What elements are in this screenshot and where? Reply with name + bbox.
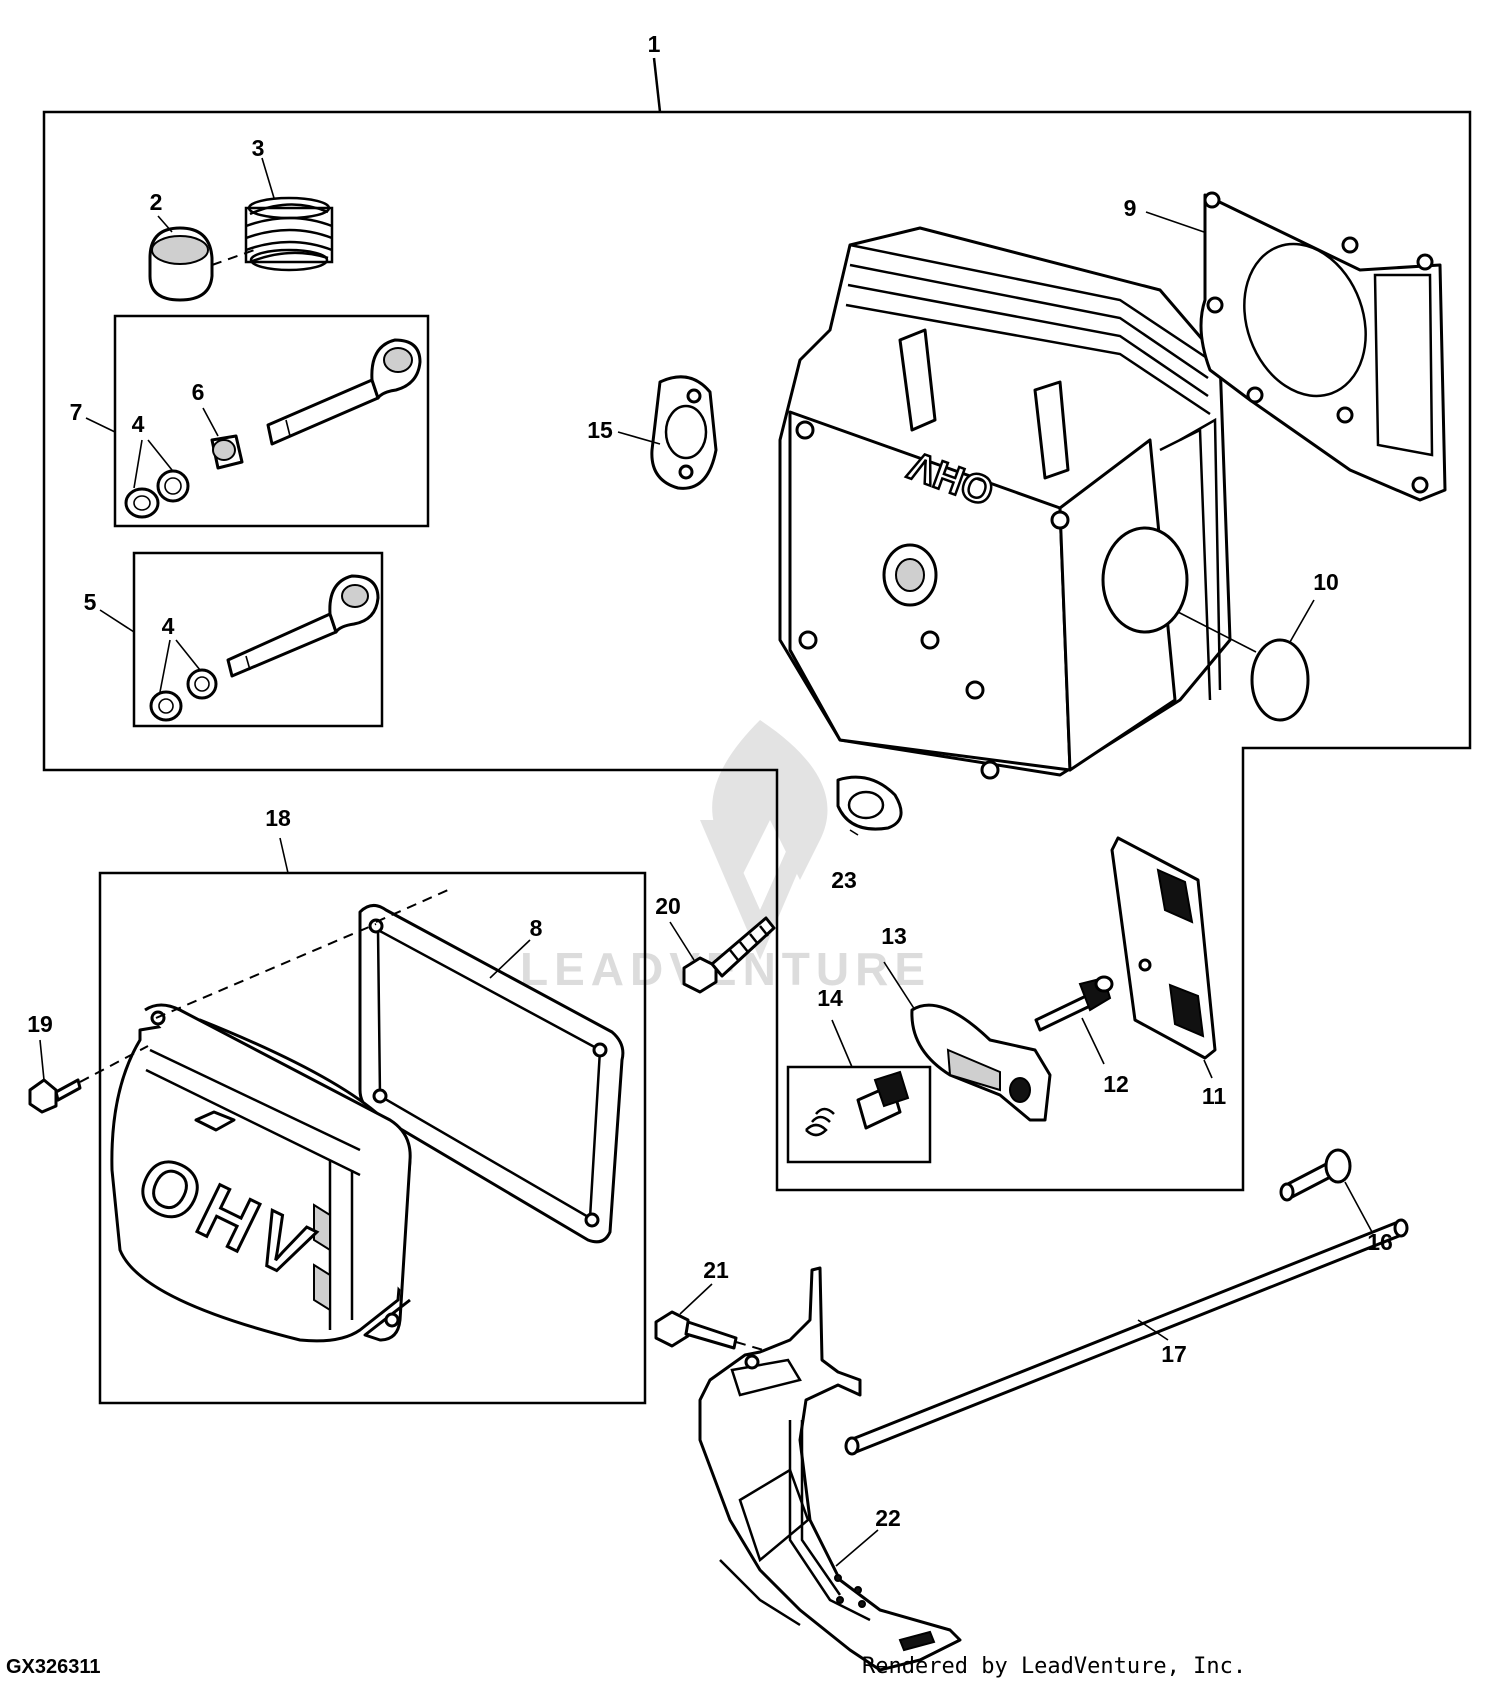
o-ring-10 <box>1250 638 1310 722</box>
callout-12: 12 <box>1103 1071 1129 1097</box>
callout-21: 21 <box>703 1257 729 1283</box>
callout-20: 20 <box>655 893 681 919</box>
callout-1: 1 <box>648 31 661 57</box>
push-rod-guide-22 <box>698 1266 962 1672</box>
leader-1 <box>652 57 662 113</box>
leader-4b-1 <box>159 639 171 693</box>
kit-box-7 <box>113 314 430 528</box>
leader-21 <box>679 1283 713 1315</box>
leader-5 <box>99 609 135 633</box>
callout-17: 17 <box>1161 1341 1187 1367</box>
leader-20 <box>669 921 695 961</box>
leader-13 <box>883 961 916 1011</box>
leader-6 <box>202 407 219 437</box>
callout-10: 10 <box>1313 569 1339 595</box>
callout-4b: 4 <box>162 613 175 639</box>
callout-16: 16 <box>1367 1229 1393 1255</box>
valve-spring-part <box>244 196 334 272</box>
gasket-23 <box>836 775 903 831</box>
callout-6: 6 <box>192 379 205 405</box>
leader-17 <box>1137 1319 1169 1341</box>
callout-19: 19 <box>27 1011 53 1037</box>
leader-4b-2 <box>175 639 201 671</box>
group-frame-1 <box>42 110 1472 1192</box>
figure-id: GX326311 <box>6 1656 101 1678</box>
kit-box-14 <box>786 1065 932 1164</box>
cover-gasket-8 <box>358 904 625 1244</box>
callout-3: 3 <box>252 135 265 161</box>
push-rod-17 <box>844 1218 1409 1456</box>
leader-22 <box>835 1529 879 1567</box>
cylinder-head-part: OHV <box>778 226 1232 780</box>
callout-5: 5 <box>84 589 97 615</box>
callout-11: 11 <box>1202 1083 1227 1109</box>
bolt-21 <box>654 1310 738 1350</box>
exhaust-gasket-15 <box>650 375 718 490</box>
leader-3 <box>261 157 275 199</box>
kit-box-5 <box>132 551 384 728</box>
breather-spring-14 <box>805 1107 835 1137</box>
callout-8: 8 <box>530 915 543 941</box>
centerline-8 <box>375 889 449 923</box>
breather-valve-14 <box>856 1070 910 1130</box>
head-bolt-20 <box>682 916 776 994</box>
centerline-19-8 <box>155 923 377 1019</box>
leader-14 <box>831 1019 853 1068</box>
callout-9: 9 <box>1124 195 1137 221</box>
intake-valve-part <box>266 338 422 446</box>
rocker-arm-13 <box>910 1003 1052 1122</box>
leader-15 <box>617 431 661 445</box>
leader-10a <box>1177 611 1257 653</box>
callout-22: 22 <box>875 1505 901 1531</box>
leader-18 <box>279 837 289 874</box>
leader-2 <box>157 215 173 233</box>
exhaust-valve-part <box>226 574 380 678</box>
valve-keepers-4b <box>149 668 218 722</box>
valve-cap-part <box>148 226 214 302</box>
pin-16 <box>1279 1148 1352 1202</box>
leader-8 <box>489 939 531 979</box>
callout-13: 13 <box>881 923 907 949</box>
callout-15: 15 <box>587 417 613 443</box>
leader-19 <box>39 1039 45 1081</box>
leader-12 <box>1081 1017 1105 1065</box>
callout-4a: 4 <box>132 411 145 437</box>
cover-screw-19 <box>28 1078 82 1114</box>
valve-keepers-4a <box>124 469 190 519</box>
rocker-cover-part: OHV <box>110 1003 412 1343</box>
callout-23: 23 <box>831 867 857 893</box>
centerline-2-3 <box>211 247 261 266</box>
leader-4a-2 <box>147 439 173 471</box>
leader-7 <box>85 417 116 433</box>
leader-9 <box>1145 211 1205 233</box>
head-gasket-9 <box>1199 191 1447 502</box>
callout-2: 2 <box>150 189 163 215</box>
leader-4a-1 <box>133 439 143 489</box>
valve-seal-6 <box>210 434 244 470</box>
leader-10 <box>1289 599 1315 643</box>
kit-box-18 <box>98 871 647 1405</box>
callout-14: 14 <box>817 985 843 1011</box>
leader-11 <box>1203 1059 1213 1079</box>
leader-23 <box>849 829 859 836</box>
render-credit: Rendered by LeadVenture, Inc. <box>862 1654 1247 1679</box>
callout-7: 7 <box>70 399 83 425</box>
centerline-19 <box>79 1045 149 1083</box>
leader-16 <box>1344 1181 1373 1233</box>
watermark: LEADVENTURE <box>520 720 925 995</box>
callout-18: 18 <box>265 805 291 831</box>
rocker-stud-12 <box>1034 975 1114 1032</box>
callout-labels: 1 2 3 4 4 5 6 7 8 9 10 11 12 13 14 15 16… <box>27 31 1393 1531</box>
rocker-plate-11 <box>1110 836 1217 1060</box>
centerline-21 <box>735 1341 771 1353</box>
